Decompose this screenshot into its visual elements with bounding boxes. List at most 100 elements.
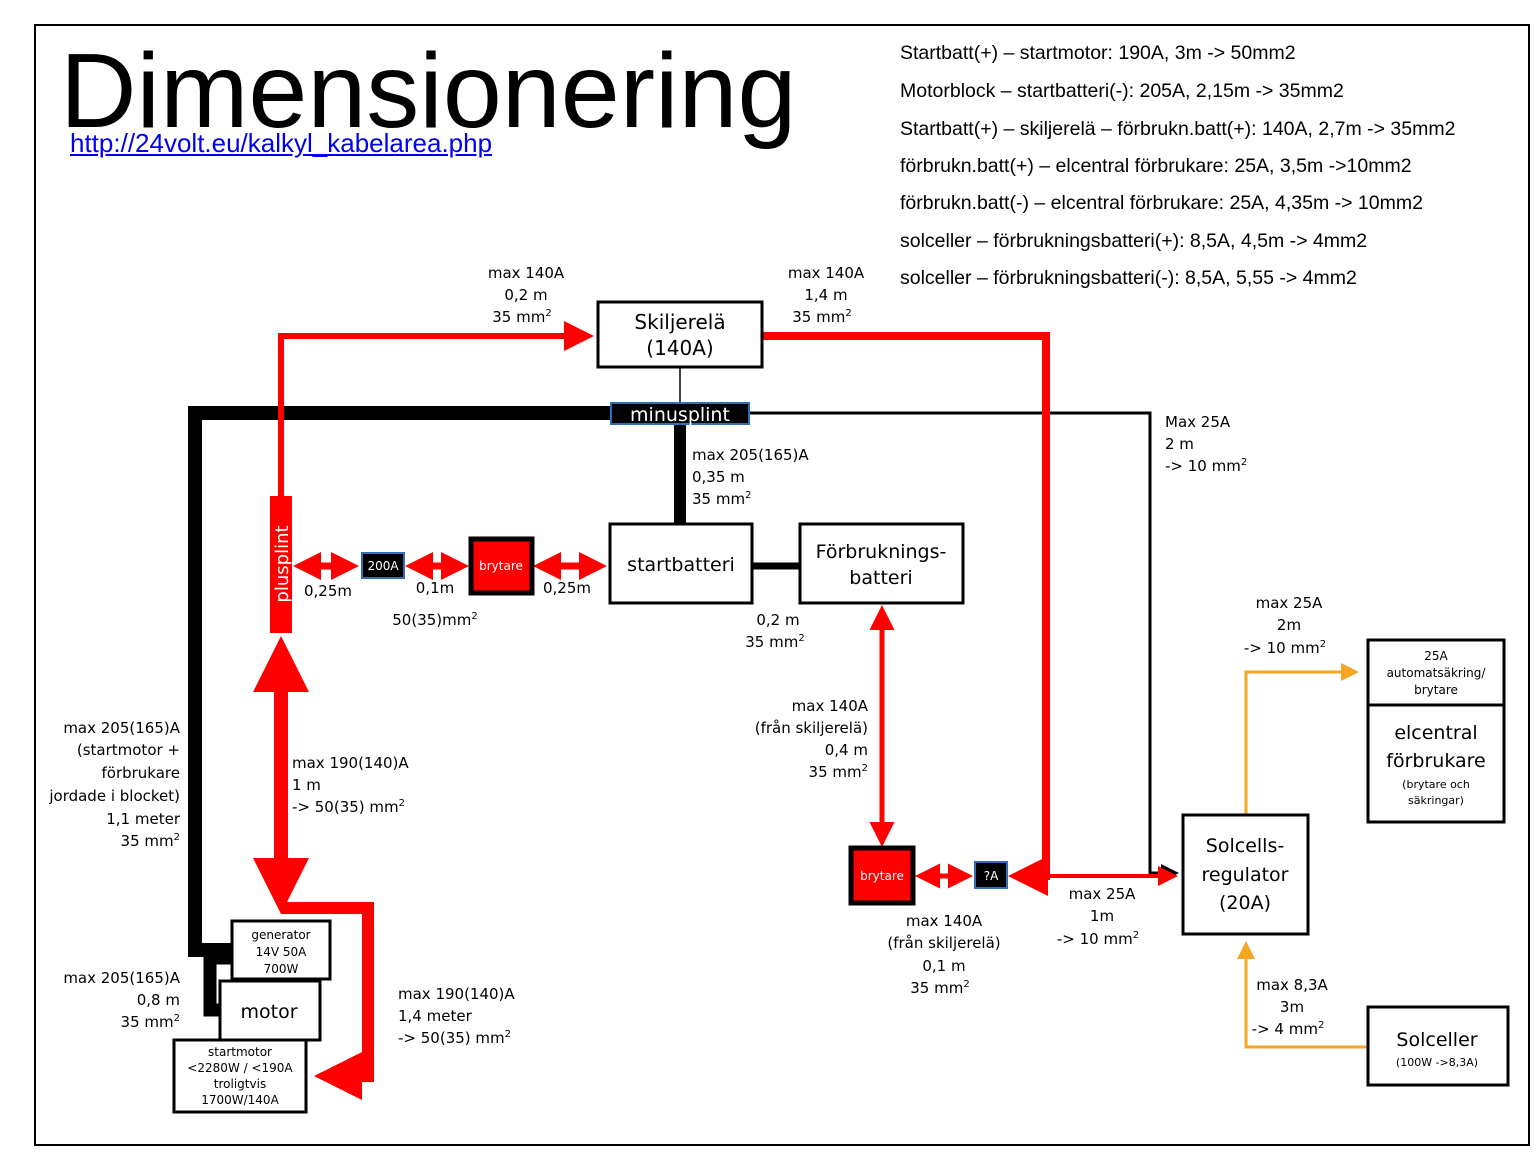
forbrukningsbatteri-label-1: Förbruknings- — [816, 541, 947, 563]
label-q-reg-2: 1m — [1090, 907, 1114, 925]
fuse-q-label: ?A — [984, 869, 999, 883]
label-sol-reg-2: 3m — [1280, 998, 1304, 1016]
label-motor-ground-2: 0,8 m — [137, 991, 180, 1009]
wire-labels: max 140A 0,2 m 35 mm2 max 140A 1,4 m 35 … — [48, 264, 1328, 1047]
spec-line: Startbatt(+) – skiljerelä – förbrukn.bat… — [900, 118, 1456, 140]
label-top-left-3: 35 mm2 — [492, 308, 551, 326]
startmotor-box: startmotor <2280W / <190A troligtvis 170… — [172, 1038, 308, 1114]
label-q-reg-1: max 25A — [1069, 885, 1137, 903]
diagram-frame — [34, 24, 1530, 1146]
label-minus-right-1: Max 25A — [1165, 413, 1231, 431]
startmotor-label-4: 1700W/140A — [201, 1093, 279, 1107]
motor-label: motor — [240, 1001, 297, 1023]
elcentral-box: elcentral förbrukare (brytare och säkrin… — [1366, 703, 1506, 824]
solceller-box: Solceller (100W ->8,3A) — [1366, 1005, 1510, 1087]
label-sol-reg-3: -> 4 mm2 — [1252, 1020, 1325, 1038]
solceller-label: Solceller — [1396, 1029, 1477, 1051]
solceller-sub: (100W ->8,3A) — [1396, 1056, 1478, 1069]
label-ground-left-2: (startmotor + — [77, 741, 180, 759]
forbrukningsbatteri-box: Förbruknings- batteri — [798, 522, 965, 605]
startmotor-label-1: startmotor — [208, 1045, 272, 1059]
label-minus-start-2: 0,35 m — [692, 468, 745, 486]
minusplint-label: minusplint — [630, 404, 730, 426]
spec-line: förbrukn.batt(+) – elcentral förbrukare:… — [900, 155, 1412, 177]
label-sol-reg-1: max 8,3A — [1256, 976, 1328, 994]
elcentral-label-2: förbrukare — [1386, 750, 1485, 772]
spec-line: solceller – förbrukningsbatteri(+): 8,5A… — [900, 230, 1368, 252]
label-start-forb-2: 35 mm2 — [745, 633, 804, 651]
elcentral-sub-2: säkringar) — [1408, 794, 1464, 807]
label-top-left-2: 0,2 m — [504, 286, 547, 304]
skiljerela-rating: (140A) — [646, 336, 713, 360]
skiljerela-box: Skiljerelä (140A) — [596, 300, 764, 369]
brytare-main-box: brytare — [468, 536, 535, 596]
regulator-label-3: (20A) — [1219, 892, 1271, 914]
solar-wires — [1237, 663, 1368, 1049]
label-forb-brytare-3: 0,4 m — [825, 741, 868, 759]
label-start-forb-1: 0,2 m — [756, 611, 799, 629]
fuse-200a-box: 200A — [361, 552, 405, 579]
skiljerela-label: Skiljerelä — [634, 310, 725, 334]
calculator-link[interactable]: http://24volt.eu/kalkyl_kabelarea.php — [70, 128, 493, 158]
label-dist-025a: 0,25m — [304, 582, 352, 600]
label-motor-ground-1: max 205(165)A — [63, 969, 180, 987]
label-startmotor-cable-3: -> 50(35) mm2 — [398, 1029, 511, 1047]
regulator-label-2: regulator — [1202, 864, 1289, 886]
startmotor-label-3: troligtvis — [214, 1077, 266, 1091]
label-q-reg-3: -> 10 mm2 — [1057, 930, 1139, 948]
startmotor-cable-wire — [281, 902, 374, 1100]
startbatteri-box: startbatteri — [608, 522, 754, 605]
spec-line: Startbatt(+) – startmotor: 190A, 3m -> 5… — [900, 42, 1296, 64]
label-minus-right-2: 2 m — [1165, 435, 1194, 453]
label-dist-025b: 0,25m — [543, 579, 591, 597]
startmotor-label-2: <2280W / <190A — [187, 1061, 293, 1075]
label-plus-motor-3: -> 50(35) mm2 — [292, 798, 405, 816]
generator-label-1: generator — [251, 928, 310, 942]
regulator-auto-wire — [1244, 663, 1359, 815]
label-brytare-q-4: 35 mm2 — [910, 979, 969, 997]
label-plus-motor-2: 1 m — [292, 776, 321, 794]
page-title: Dimensionering — [60, 32, 797, 150]
plusplint-relay-wire — [278, 321, 594, 496]
label-brytare-q-3: 0,1 m — [922, 957, 965, 975]
fuse-200a-label: 200A — [367, 559, 399, 573]
spec-line: Motorblock – startbatteri(-): 205A, 2,15… — [900, 80, 1344, 102]
label-forb-brytare-1: max 140A — [792, 697, 869, 715]
generator-label-3: 700W — [264, 962, 299, 976]
label-ground-left-1: max 205(165)A — [63, 719, 180, 737]
label-minus-start-1: max 205(165)A — [692, 446, 809, 464]
spec-line: solceller – förbrukningsbatteri(-): 8,5A… — [900, 267, 1357, 289]
minus-regulator-wire — [748, 411, 1179, 882]
automatsakring-label-1: 25A — [1424, 649, 1448, 663]
elcentral-label-1: elcentral — [1394, 722, 1477, 744]
label-reg-auto-3: -> 10 mm2 — [1244, 639, 1326, 657]
minus-motor-wire — [203, 951, 232, 1017]
fuse-q-box: ?A — [974, 861, 1008, 889]
label-top-left-1: max 140A — [488, 264, 565, 282]
minus-main-wire — [188, 406, 612, 957]
label-dist-01: 0,1m — [416, 579, 454, 597]
minusplint-box: minusplint — [610, 402, 750, 426]
solar-regulator-wire — [1237, 941, 1368, 1049]
elcentral-sub-1: (brytare och — [1402, 778, 1470, 791]
relay-fuseq-wire — [762, 332, 1050, 896]
plusplint-label: plusplint — [272, 525, 293, 602]
label-motor-ground-3: 35 mm2 — [121, 1013, 180, 1031]
label-brytare-q-1: max 140A — [906, 912, 983, 930]
automatsakring-label-2: automatsäkring/ — [1387, 666, 1487, 680]
label-ground-left-6: 35 mm2 — [121, 832, 180, 850]
label-plus-motor-1: max 190(140)A — [292, 754, 409, 772]
label-ground-left-5: 1,1 meter — [106, 810, 181, 828]
forbrukningsbatteri-label-2: batteri — [849, 567, 912, 589]
motor-box: motor — [218, 979, 322, 1042]
label-top-right-2: 1,4 m — [804, 286, 847, 304]
plus-wires — [253, 321, 1178, 1100]
label-minus-start-3: 35 mm2 — [692, 490, 751, 508]
label-reg-auto-2: 2m — [1277, 616, 1301, 634]
generator-box: generator 14V 50A 700W — [230, 919, 332, 981]
label-forb-brytare-4: 35 mm2 — [809, 763, 868, 781]
label-reg-auto-1: max 25A — [1256, 594, 1324, 612]
label-top-right-1: max 140A — [788, 264, 865, 282]
